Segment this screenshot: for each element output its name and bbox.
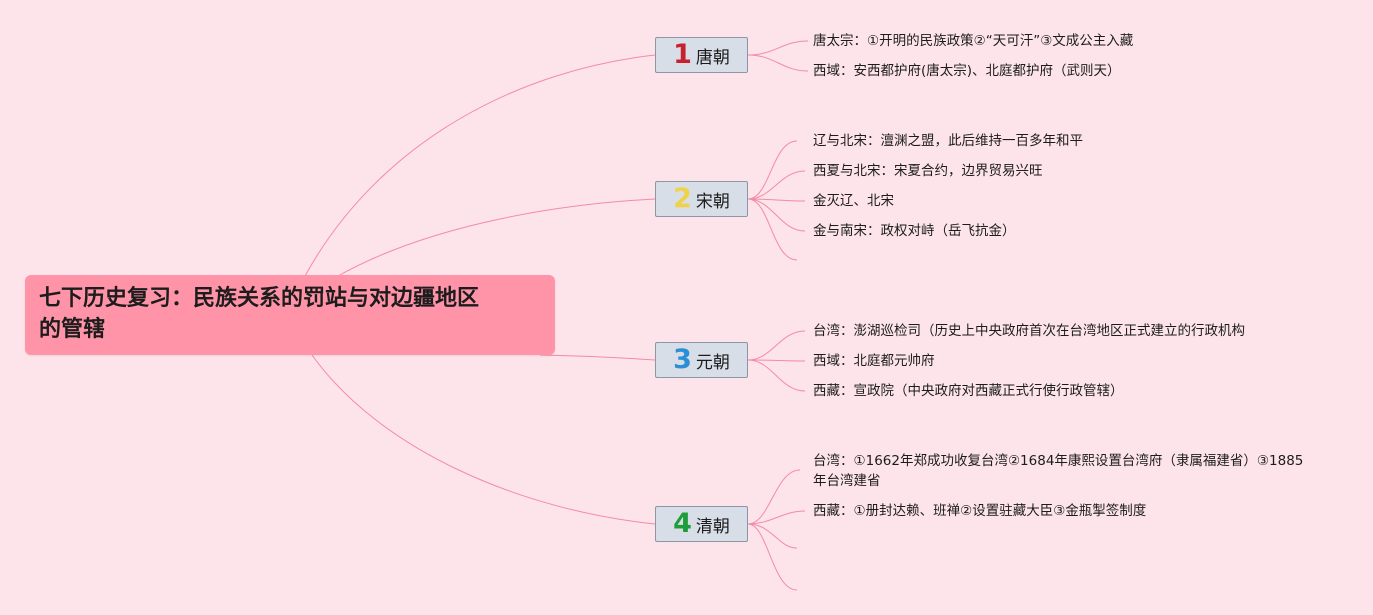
branch-label: 清朝	[695, 516, 730, 537]
branch-label: 宋朝	[695, 191, 730, 212]
leaf-yuan-1[interactable]: 台湾：澎湖巡检司（历史上中央政府首次在台湾地区正式建立的行政机构	[813, 323, 1245, 339]
branch-song[interactable]: 2 宋朝	[655, 181, 748, 217]
link-root-yuan	[539, 354, 656, 361]
link-qing-2	[747, 510, 806, 525]
leaf-tang-2[interactable]: 西域：安西都护府(唐太宗)、北庭都护府（武则天）	[813, 63, 1121, 79]
branch-yuan[interactable]: 3 元朝	[655, 342, 748, 378]
leaf-yuan-2[interactable]: 西域：北庭都元帅府	[813, 353, 935, 369]
link-qing-1	[747, 469, 801, 525]
leaf-song-4[interactable]: 金与南宋：政权对峙（岳飞抗金）	[813, 223, 1016, 239]
link-yuan-3	[747, 359, 806, 392]
link-root-song	[337, 198, 656, 277]
root-topic[interactable]: 七下历史复习：民族关系的罚站与对边疆地区 的管辖	[25, 275, 555, 355]
branch-label: 元朝	[695, 352, 730, 373]
link-root-qing	[311, 354, 656, 525]
root-title-line1: 七下历史复习：民族关系的罚站与对边疆地区	[39, 286, 480, 311]
link-song-1	[747, 140, 798, 200]
link-yuan-1	[747, 330, 806, 361]
link-tang-1	[747, 40, 809, 56]
leaf-qing-2[interactable]: 西藏：①册封达赖、班禅②设置驻藏大臣③金瓶掣签制度	[813, 503, 1147, 519]
leaf-yuan-3[interactable]: 西藏：宣政院（中央政府对西藏正式行使行政管辖）	[813, 383, 1124, 399]
number-2-icon: 2	[673, 183, 692, 214]
number-1-icon: 1	[673, 39, 692, 70]
leaf-song-2[interactable]: 西夏与北宋：宋夏合约，边界贸易兴旺	[813, 163, 1043, 179]
leaf-song-1[interactable]: 辽与北宋：澶渊之盟，此后维持一百多年和平	[813, 133, 1083, 149]
leaf-tang-1[interactable]: 唐太宗：①开明的民族政策②“天可汗”③文成公主入藏	[813, 33, 1134, 49]
link-song-3	[747, 198, 806, 202]
link-song-5	[747, 198, 798, 261]
branch-tang[interactable]: 1 唐朝	[655, 37, 748, 73]
link-qing-3	[747, 523, 798, 549]
number-3-icon: 3	[673, 344, 692, 375]
link-song-4	[747, 198, 806, 232]
link-root-tang	[304, 54, 656, 277]
link-tang-2	[747, 54, 809, 72]
link-yuan-2	[747, 359, 806, 362]
leaf-song-3[interactable]: 金灭辽、北宋	[813, 193, 894, 209]
link-song-2	[747, 170, 806, 200]
number-4-icon: 4	[673, 508, 692, 539]
leaf-qing-1[interactable]: 台湾：①1662年郑成功收复台湾②1684年康熙设置台湾府（隶属福建省）③188…	[813, 453, 1304, 489]
branch-qing[interactable]: 4 清朝	[655, 506, 748, 542]
link-qing-4	[747, 523, 798, 591]
branch-label: 唐朝	[695, 47, 730, 68]
root-title-line2: 的管辖	[39, 317, 106, 342]
